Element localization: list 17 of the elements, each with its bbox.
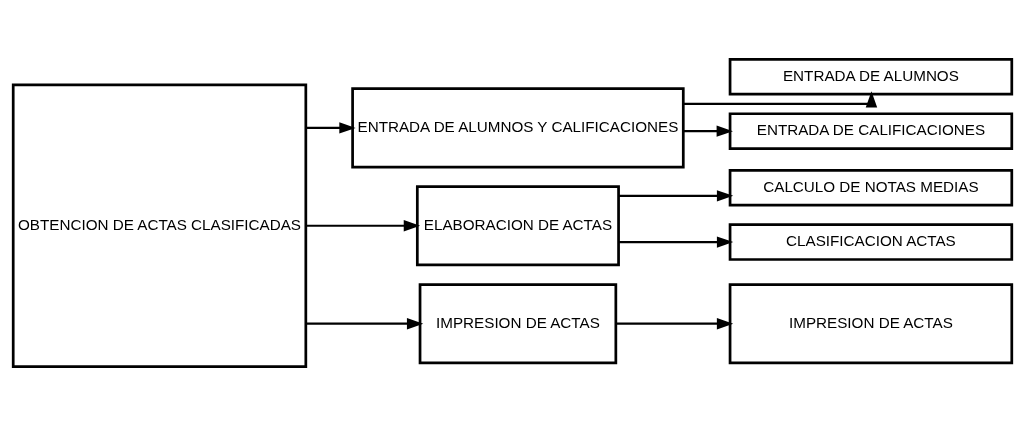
arrow	[616, 317, 734, 330]
arrow	[306, 122, 356, 134]
node-box: ELABORACION DE ACTAS	[415, 185, 620, 267]
arrow	[306, 317, 424, 330]
node-box: ENTRADA DE ALUMNOS Y CALIFICACIONES	[351, 87, 685, 169]
arrow	[306, 220, 421, 232]
arrow	[618, 190, 734, 202]
arrow	[683, 125, 733, 137]
node-box: OBTENCION DE ACTAS CLASIFICADAS	[11, 83, 308, 368]
node-box: IMPRESION DE ACTAS	[418, 283, 618, 365]
node-box: CLASIFICACION ACTAS	[728, 223, 1014, 261]
node-box: IMPRESION DE ACTAS	[728, 283, 1014, 365]
node-box: ENTRADA DE CALIFICACIONES	[728, 112, 1014, 150]
arrow	[618, 236, 734, 248]
node-box: ENTRADA DE ALUMNOS	[728, 58, 1014, 96]
arrow	[683, 91, 878, 108]
node-box: CALCULO DE NOTAS MEDIAS	[728, 168, 1014, 207]
